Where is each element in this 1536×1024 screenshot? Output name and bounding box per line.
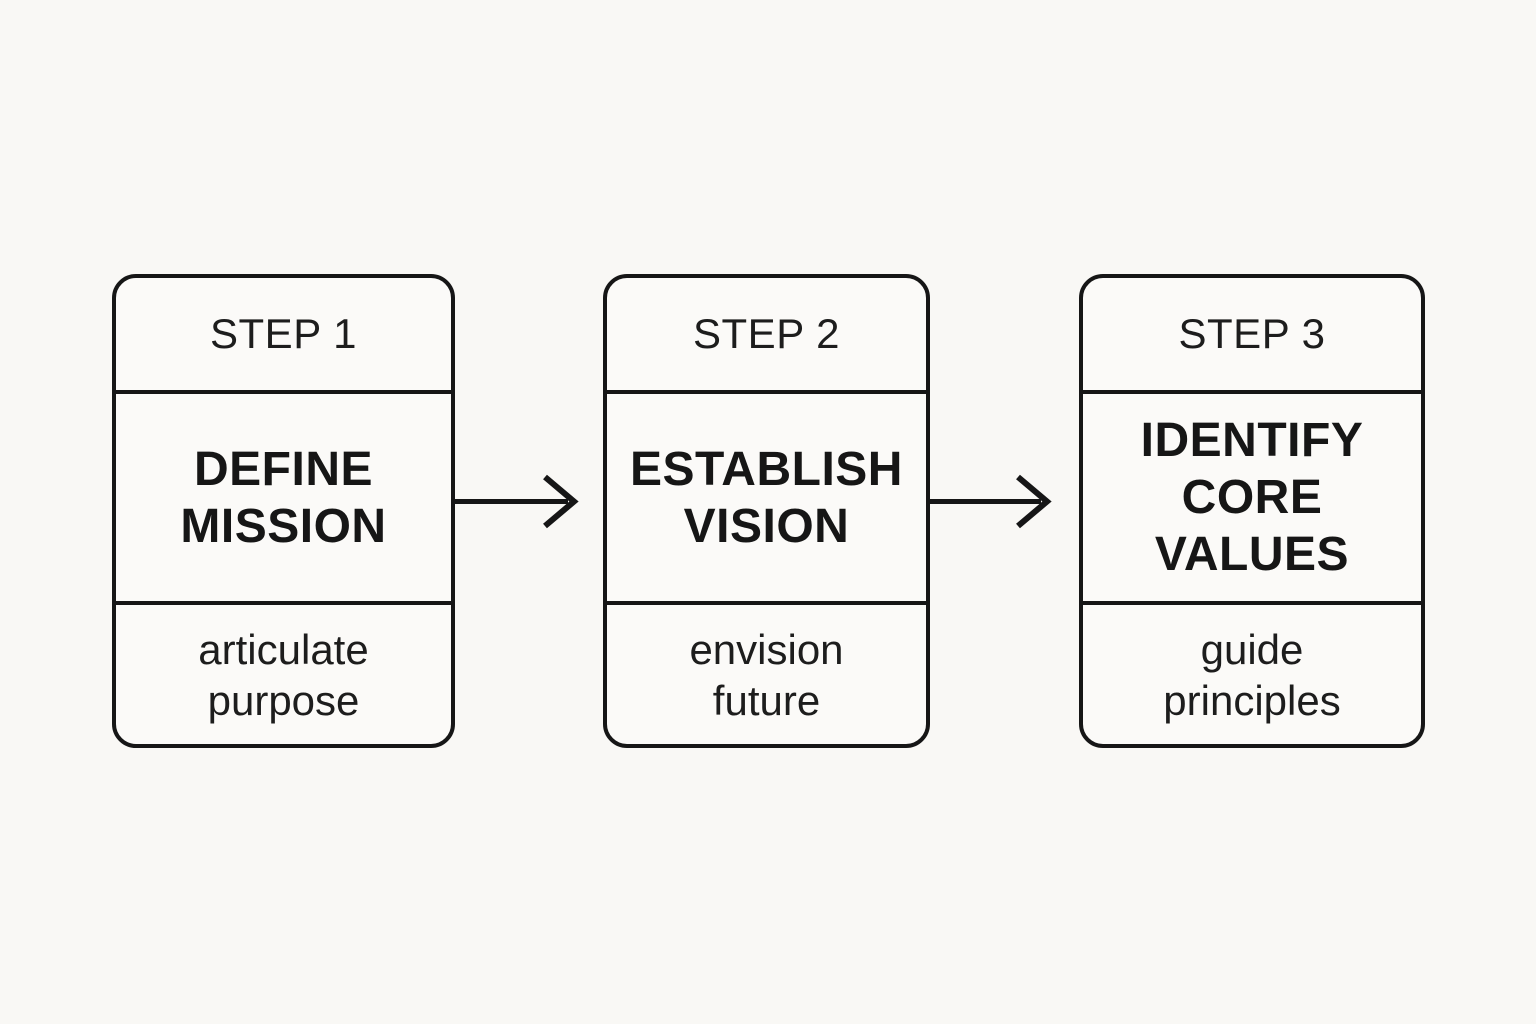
step-2-title-line-2: VISION: [683, 499, 850, 553]
step-1-subtitle: articulate purpose: [116, 605, 451, 744]
step-1-subtitle-line-2: purpose: [207, 676, 360, 724]
step-2-subtitle: envision future: [607, 605, 926, 744]
step-3-subtitle-line-1: guide: [1200, 625, 1304, 673]
step-1-title-line-2: MISSION: [180, 499, 387, 553]
step-2-label: STEP 2: [693, 310, 840, 357]
step-1-title: DEFINE MISSION: [116, 394, 451, 605]
step-3-label: STEP 3: [1178, 310, 1326, 357]
step-2-box: STEP 2 ESTABLISH VISION envision future: [603, 274, 930, 748]
step-3-title-line-1: IDENTIFY: [1140, 414, 1364, 467]
step-1-label: STEP 1: [210, 310, 357, 357]
step-3-header: STEP 3: [1083, 278, 1421, 394]
step-1-subtitle-line-1: articulate: [198, 625, 369, 673]
step-3-title: IDENTIFY CORE VALUES: [1083, 394, 1421, 605]
step-3-box: STEP 3 IDENTIFY CORE VALUES guide princi…: [1079, 274, 1425, 748]
step-2-subtitle-line-2: future: [712, 676, 821, 724]
step-3-subtitle-line-2: principles: [1163, 676, 1341, 724]
step-1-box: STEP 1 DEFINE MISSION articulate purpose: [112, 274, 455, 748]
arrow-right-icon: [455, 470, 579, 532]
step-3-title-line-2: CORE VALUES: [1154, 471, 1350, 581]
step-2-title-line-1: ESTABLISH: [630, 442, 903, 496]
step-2-title: ESTABLISH VISION: [607, 394, 926, 605]
step-2-header: STEP 2: [607, 278, 926, 394]
step-2-subtitle-line-1: envision: [689, 625, 844, 673]
step-1-title-line-1: DEFINE: [193, 442, 373, 496]
arrow-right-icon: [928, 470, 1052, 532]
step-3-subtitle: guide principles: [1083, 605, 1421, 744]
step-1-header: STEP 1: [116, 278, 451, 394]
